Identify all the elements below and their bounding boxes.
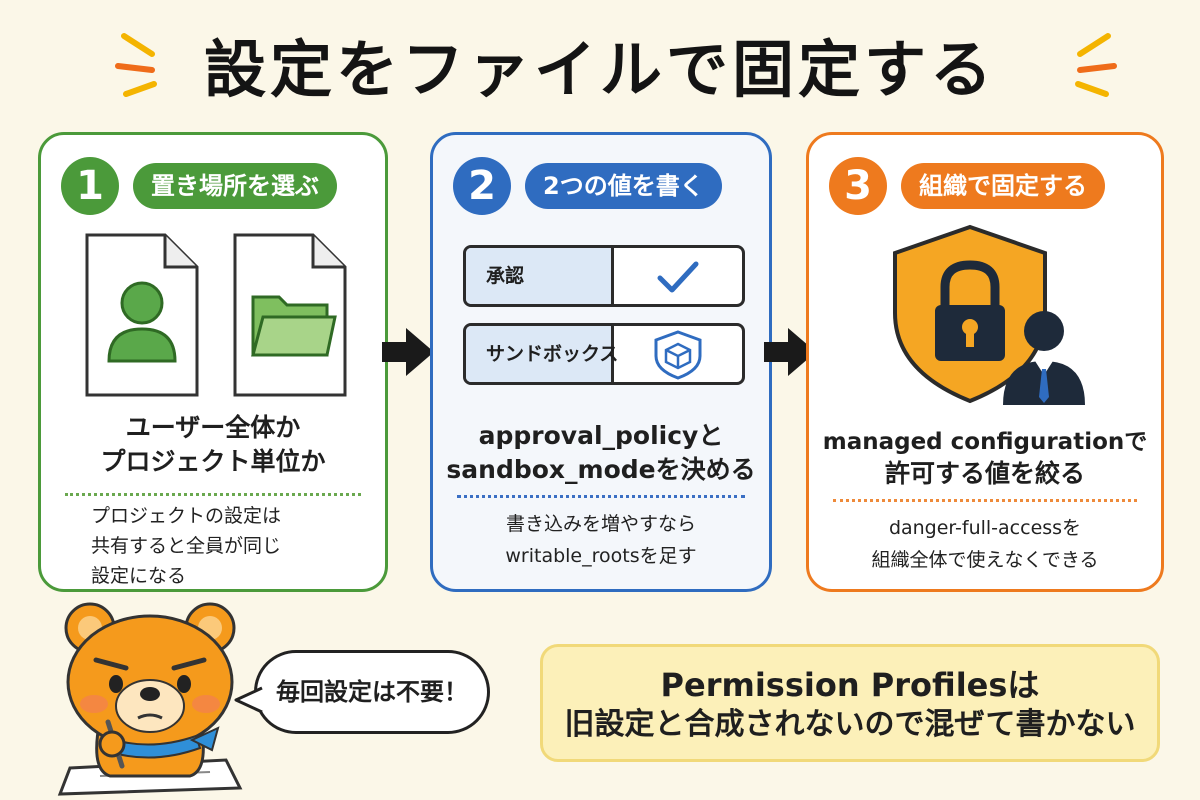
sandbox-label: サンドボックス bbox=[466, 326, 618, 382]
divider bbox=[457, 495, 745, 498]
step-2-main-line-1: approval_policyと bbox=[478, 421, 724, 450]
step-1-sub-line-2: 共有すると全員が同じ bbox=[91, 535, 282, 557]
divider bbox=[65, 493, 361, 496]
step-3-main-line-2: 許可する値を絞る bbox=[884, 459, 1085, 488]
shield-box-icon bbox=[654, 330, 702, 380]
step-label-2: 2つの値を書く bbox=[525, 163, 722, 209]
spark-left-icon bbox=[115, 33, 157, 97]
page-title: 設定をファイルで固定する bbox=[203, 33, 996, 106]
step-1-main-line-2: プロジェクト単位か bbox=[100, 447, 326, 476]
spark-right-icon bbox=[1075, 33, 1117, 97]
step-panel-2: 2 2つの値を書く 承認 サンドボックス approval_policyと sa… bbox=[430, 132, 772, 592]
step-label-3: 組織で固定する bbox=[901, 163, 1105, 209]
step-3-sub-line-1: danger-full-accessを bbox=[888, 517, 1082, 539]
step-3-sub-line-2: 組織全体で使えなくできる bbox=[871, 549, 1099, 571]
speech-bubble: 毎回設定は不要！ bbox=[254, 650, 490, 734]
step-2-sub-line-1: 書き込みを増やすなら bbox=[505, 513, 696, 535]
step-panel-3: 3 組織で固定する managed configurationで 許可する値を絞… bbox=[806, 132, 1164, 592]
divider bbox=[833, 499, 1137, 502]
step-2-sub-line-2: writable_rootsを足す bbox=[505, 545, 697, 567]
folder-document-icon bbox=[233, 233, 347, 397]
step-number-1: 1 bbox=[61, 157, 119, 215]
approval-label: 承認 bbox=[466, 248, 614, 304]
arrow-right-icon bbox=[382, 328, 434, 376]
check-icon bbox=[657, 261, 699, 293]
note-line-1: Permission Profilesは bbox=[660, 666, 1040, 704]
step-number-3: 3 bbox=[829, 157, 887, 215]
bear-mascot-icon bbox=[57, 602, 243, 796]
step-label-1: 置き場所を選ぶ bbox=[133, 163, 337, 209]
sandbox-row: サンドボックス bbox=[463, 323, 745, 385]
step-1-sub-line-3: 設定になる bbox=[91, 565, 187, 587]
step-1-main-line-1: ユーザー全体か bbox=[125, 413, 301, 442]
admin-person-icon bbox=[1003, 311, 1085, 405]
shield-lock-icon bbox=[893, 224, 1047, 404]
step-2-main-line-2: sandbox_modeを決める bbox=[446, 455, 756, 484]
step-panel-1: 1 置き場所を選ぶ ユーザー全体か プロジェクト単位か プロジェクトの設定は 共… bbox=[38, 132, 388, 592]
speech-bubble-tail bbox=[234, 686, 263, 714]
user-document-icon bbox=[85, 233, 199, 397]
note-box: Permission Profilesは 旧設定と合成されないので混ぜて書かない bbox=[540, 644, 1160, 762]
note-line-2: 旧設定と合成されないので混ぜて書かない bbox=[564, 707, 1136, 742]
step-number-2: 2 bbox=[453, 157, 511, 215]
step-1-sub-line-1: プロジェクトの設定は bbox=[91, 505, 282, 527]
step-3-main-line-1: managed configurationで bbox=[822, 429, 1148, 455]
approval-row: 承認 bbox=[463, 245, 745, 307]
arrow-right-icon bbox=[764, 328, 816, 376]
